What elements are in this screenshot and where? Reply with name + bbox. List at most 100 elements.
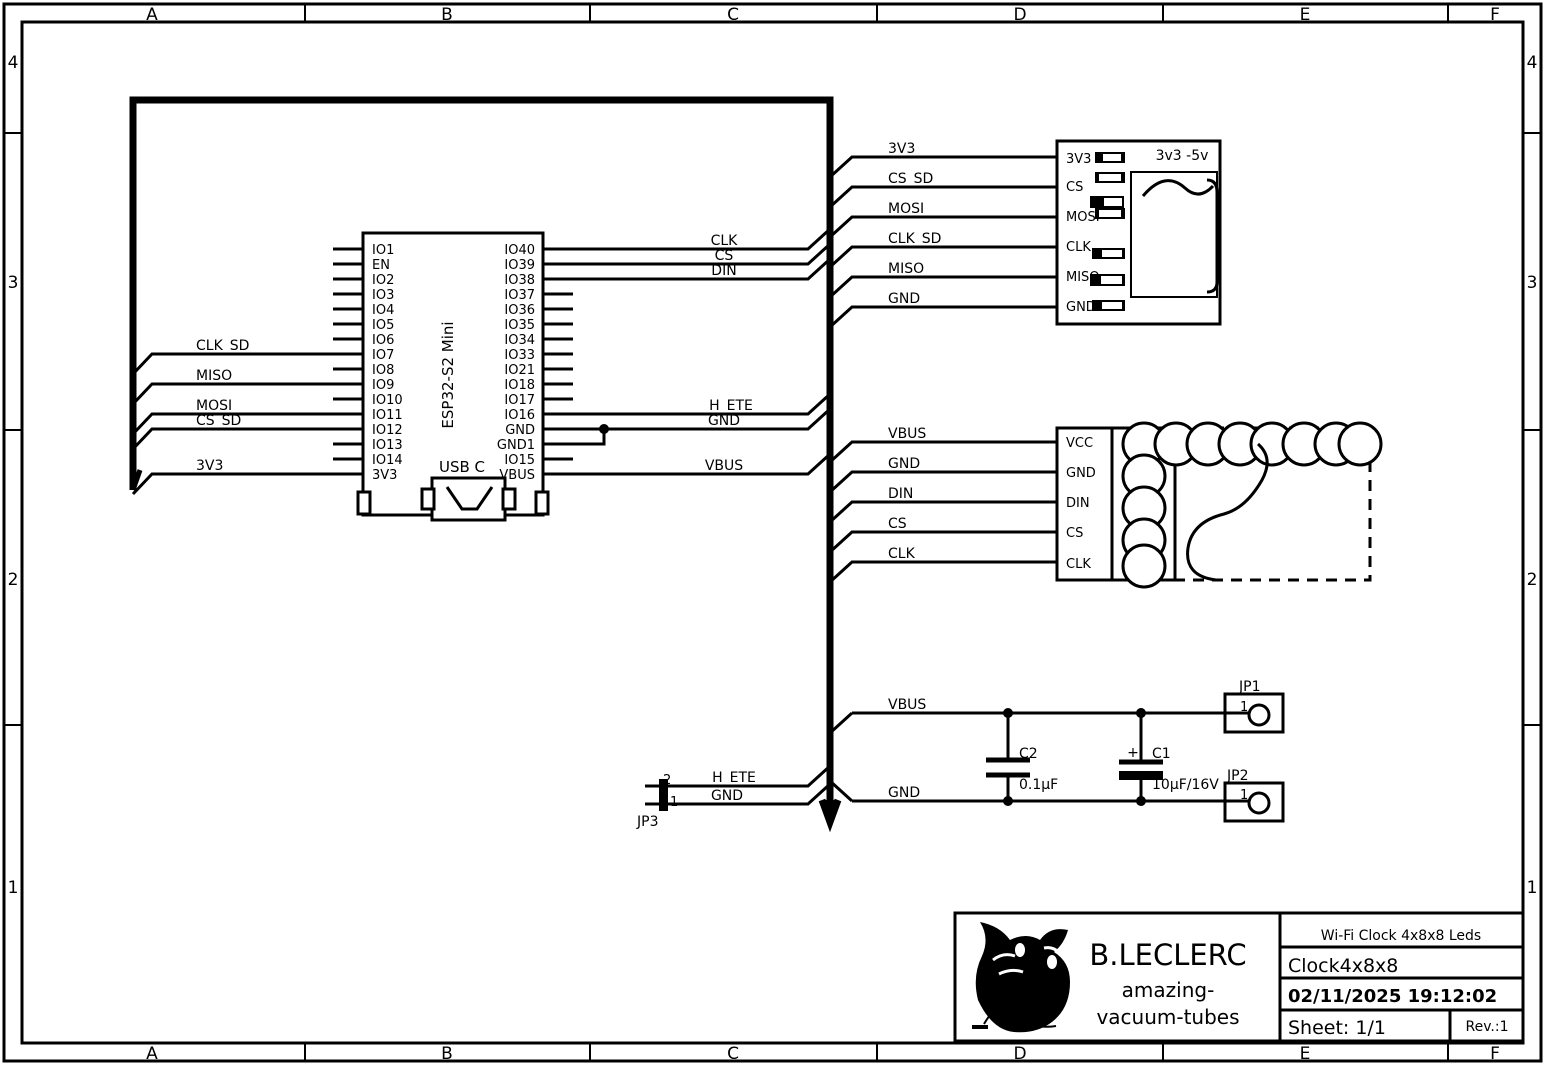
capacitor-c2-ref: C2 [1019, 746, 1038, 762]
mcu-left-pins: IO1 EN IO2 IO3 IO4 IO5 IO6 IO7 IO8 IO9 I… [333, 243, 403, 483]
frame-col-D-top: D [1013, 5, 1026, 25]
jumper-jp1-pin: 1 [1240, 700, 1248, 715]
mcu-pin-left-13: IO13 [372, 438, 403, 453]
frame-col-A-bottom: A [146, 1044, 158, 1064]
led-pin-gnd: GND [1066, 466, 1096, 481]
net-label-clk-sd-left: CLK_SD [196, 338, 249, 354]
frame-col-C-bottom: C [727, 1044, 739, 1064]
net-label-3v3-left: 3V3 [196, 458, 223, 474]
mcu-pin-left-1: EN [372, 258, 390, 273]
sd-pin-miso: MISO [1066, 270, 1100, 285]
mcu-pin-right-9: IO18 [504, 378, 535, 393]
frame-row-2-left: 2 [8, 570, 19, 590]
mcu-usb-label: USB C [439, 458, 485, 476]
jumper-jp2-ref: JP2 [1226, 768, 1248, 784]
cat-head-logo [972, 922, 1070, 1033]
mcu-pad-left [356, 490, 372, 516]
title-author: B.LECLERC [1089, 938, 1246, 972]
mcu-pin-right-13: GND1 [497, 438, 535, 453]
sd-pin-clk: CLK [1066, 240, 1091, 255]
net-label-miso-sd: MISO [888, 261, 924, 277]
net-label-vbus-power: VBUS [888, 697, 926, 713]
sd-pin-3v3: 3V3 [1066, 152, 1091, 167]
mcu-right-top-wires [573, 227, 832, 281]
mcu-pin-left-12: IO12 [372, 423, 403, 438]
led-pin-cs: CS [1066, 526, 1083, 541]
net-label-din: DIN [711, 263, 736, 279]
title-revision: Rev.:1 [1466, 1019, 1509, 1035]
jumper-jp1[interactable]: JP1 1 [1223, 679, 1285, 734]
mcu-pin-right-12: GND [505, 423, 535, 438]
frame-col-A-top: A [146, 5, 158, 25]
net-label-cs-led: CS [888, 516, 907, 532]
led-bus-wires [828, 440, 1057, 584]
jp3-net-labels: H_ETE GND [711, 770, 756, 804]
jp3-bus-wires [668, 764, 832, 806]
frame-row-4-right: 4 [1527, 53, 1538, 73]
led-matrix-module[interactable]: VCC GND DIN CS CLK [1055, 421, 1383, 589]
net-label-din-led: DIN [888, 486, 913, 502]
jumper-jp3-ref: JP3 [636, 814, 658, 830]
jumper-jp2[interactable]: JP2 1 [1223, 768, 1285, 823]
sd-module-pads [1090, 152, 1125, 311]
net-label-vbus-mcu: VBUS [705, 458, 743, 474]
capacitor-c2[interactable]: C2 0.1µF [986, 746, 1058, 793]
power-bus-net-labels: VBUS GND [888, 697, 926, 801]
mcu-pin-right-7: IO33 [504, 348, 535, 363]
mcu-pin-left-5: IO5 [372, 318, 394, 333]
capacitor-c1-value: 10µF/16V [1152, 777, 1219, 793]
frame-col-D-bottom: D [1013, 1044, 1026, 1064]
led-chain-wire [1186, 442, 1269, 582]
mcu-pin-right-1: IO39 [504, 258, 535, 273]
mcu-esp32-s2-mini[interactable]: USB C ESP32-S2 Mini [356, 231, 550, 522]
mcu-pin-right-11: IO16 [504, 408, 535, 423]
frame-col-E-top: E [1300, 5, 1311, 25]
net-label-3v3-sd: 3V3 [888, 141, 915, 157]
mcu-pin-right-15: VBUS [499, 468, 535, 483]
led-pin-din: DIN [1066, 496, 1090, 511]
mcu-right-mid-net-labels: H_ETE GND VBUS [705, 398, 753, 474]
title-project: Clock4x8x8 [1288, 955, 1398, 977]
sd-pin-gnd: GND [1066, 300, 1096, 315]
logo-underscore [972, 1025, 988, 1029]
mcu-pin-left-2: IO2 [372, 273, 394, 288]
net-label-mosi-left: MOSI [196, 398, 232, 414]
mcu-pin-right-5: IO35 [504, 318, 535, 333]
frame-col-F-bottom: F [1490, 1044, 1500, 1064]
mcu-pin-left-4: IO4 [372, 303, 394, 318]
capacitor-c1[interactable]: + C1 10µF/16V [1119, 745, 1219, 793]
mcu-pin-right-3: IO37 [504, 288, 535, 303]
mcu-pin-right-10: IO17 [504, 393, 535, 408]
usb-c-connector-symbol [420, 476, 517, 522]
led-dots-top-row [1121, 421, 1383, 467]
mcu-right-top-net-labels: CLK CS DIN [711, 233, 739, 279]
mcu-pin-left-11: IO11 [372, 408, 403, 423]
frame-row-labels-right: 4 3 2 1 [1527, 53, 1538, 898]
mcu-pin-left-6: IO6 [372, 333, 394, 348]
net-label-clk-sd: CLK_SD [888, 231, 941, 247]
jumper-jp3-pin-2: 2 [663, 773, 671, 788]
mcu-pin-left-15: 3V3 [372, 468, 397, 483]
title-brand-line2: vacuum-tubes [1096, 1005, 1239, 1029]
schematic-bus [129, 96, 842, 833]
mcu-pin-right-14: IO15 [504, 453, 535, 468]
net-label-h-ete-mcu: H_ETE [709, 398, 753, 414]
title-block: B.LECLERC amazing- vacuum-tubes Wi-Fi Cl… [953, 911, 1525, 1043]
title-description: Wi-Fi Clock 4x8x8 Leds [1321, 928, 1481, 944]
sd-card-module[interactable]: 3v3 -5v 3V3 CS MOSI CLK MISO GND [1055, 139, 1222, 326]
jumper-jp2-pin: 1 [1240, 788, 1248, 803]
led-pin-vcc: VCC [1066, 436, 1093, 451]
power-section-wires [828, 711, 1225, 803]
frame-row-1-left: 1 [8, 878, 19, 898]
mcu-right-pins: IO40 IO39 IO38 IO37 IO36 IO35 IO34 IO33 … [497, 243, 573, 483]
jumper-jp1-ref: JP1 [1238, 679, 1260, 695]
frame-col-B-bottom: B [441, 1044, 453, 1064]
capacitor-c1-polarity: + [1127, 745, 1139, 761]
frame-row-3-left: 3 [8, 273, 19, 293]
led-pin-clk: CLK [1066, 557, 1091, 572]
led-dots-left-column [1121, 453, 1167, 589]
